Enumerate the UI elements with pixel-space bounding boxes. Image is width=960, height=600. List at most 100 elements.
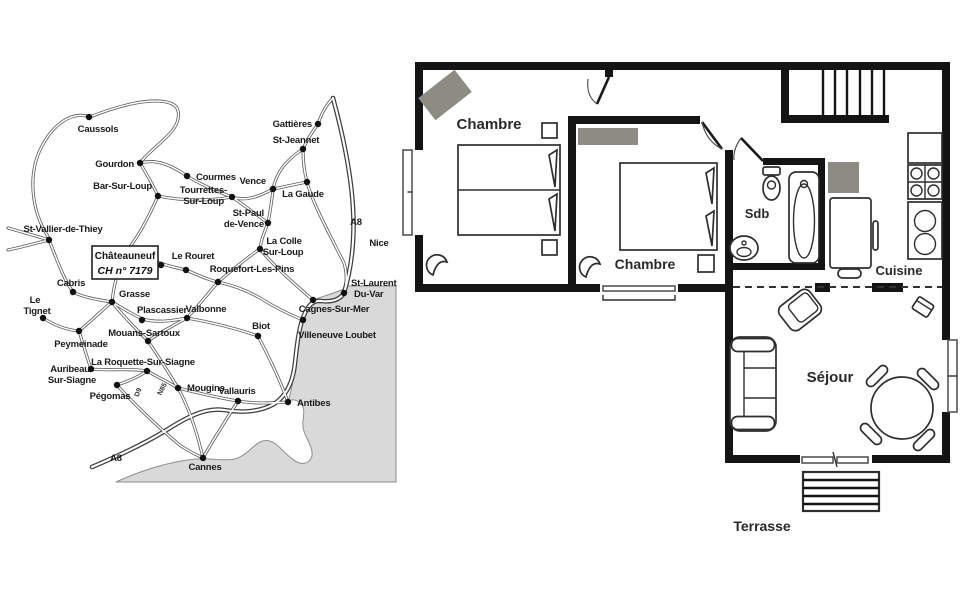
wall-right-upper	[942, 70, 950, 340]
town-label-le-tignet-2: Tignet	[23, 306, 51, 317]
town-label-nice: Nice	[369, 238, 388, 249]
label-terrace: Terrasse	[733, 518, 791, 534]
dining-table	[870, 376, 934, 440]
callout-frame	[91, 245, 159, 280]
wall-living-bottom-right	[872, 455, 950, 463]
town-label-gattieres: Gattières	[273, 119, 312, 130]
town-label-roquefort: Roquefort-Les-Pins	[210, 264, 295, 275]
town-dot	[157, 261, 165, 269]
sofa-armrest	[730, 337, 776, 353]
town-dot	[314, 120, 322, 128]
french-door-right	[836, 456, 869, 464]
region-map: Caussols Gourdon Bar-Sur-Loup St-Vallier…	[6, 0, 398, 483]
bedroom1-furniture	[418, 69, 561, 277]
town-dot	[284, 398, 292, 406]
label-bedroom2: Chambre	[615, 256, 676, 272]
wall-bedroom-divider	[568, 116, 576, 292]
town-label-cabris: Cabris	[57, 278, 85, 289]
town-dot	[39, 314, 47, 322]
nightstand	[541, 239, 558, 256]
town-label-st-laurent-2: Du-Var	[354, 289, 384, 300]
town-dot	[199, 454, 207, 462]
kitchen-fixtures	[828, 132, 943, 279]
town-label-la-colle-2: Sur-Loup	[263, 247, 304, 258]
fridge-handle	[872, 220, 879, 251]
town-label-plascassier: Plascassier	[137, 305, 188, 316]
wardrobe-bedroom1	[418, 69, 472, 121]
town-dot	[143, 367, 151, 375]
town-label-courmes: Courmes	[196, 172, 236, 183]
town-label-villeneuve: Villeneuve Loubet	[298, 330, 377, 341]
wall-bedroom2-top	[568, 116, 700, 124]
town-dot	[182, 266, 190, 274]
town-dot	[183, 172, 191, 180]
doors	[587, 76, 764, 162]
town-dot	[303, 178, 311, 186]
floor-plan: Chambre Chambre Sdb Cuisine Séjour Terra…	[402, 62, 958, 534]
town-dot	[254, 332, 262, 340]
bathroom-fixtures	[729, 166, 820, 264]
toilet-detail	[766, 180, 777, 190]
town-dot	[87, 365, 95, 373]
chair	[865, 364, 889, 388]
town-dot	[228, 193, 236, 201]
road-label-d9: D9	[134, 387, 144, 398]
pillow	[705, 166, 715, 205]
town-label-le-tignet-1: Le	[30, 295, 41, 306]
wall-living-bottom-left	[725, 455, 800, 463]
town-label-st-vallier: St-Vallier-de-Thiey	[23, 224, 103, 235]
windows	[402, 149, 958, 468]
burner	[910, 184, 923, 197]
town-label-tourrettes-2: Sur-Loup	[183, 196, 224, 207]
wardrobe-bedroom2	[578, 128, 638, 145]
town-label-antibes: Antibes	[297, 398, 330, 409]
town-dot	[108, 298, 116, 306]
town-label-auribeau-1: Auribeau	[50, 364, 90, 375]
town-dot	[269, 185, 277, 193]
town-dot	[136, 159, 144, 167]
pillow	[548, 192, 558, 232]
town-dot	[299, 145, 307, 153]
door-leaf-bathroom	[740, 137, 764, 162]
window-bedroom2-bottom	[602, 285, 676, 292]
side-table	[911, 296, 935, 318]
wall-bedrooms-bottom-left	[415, 284, 600, 292]
burner	[927, 184, 940, 197]
town-label-grasse: Grasse	[119, 289, 150, 300]
town-dot	[340, 289, 348, 297]
town-dot	[144, 337, 152, 345]
wall-right-lower	[942, 412, 950, 463]
town-label-pegomas: Pégomas	[90, 391, 131, 402]
town-label-vallauris: Vallauris	[218, 386, 255, 397]
town-dot	[299, 316, 307, 324]
town-dot	[174, 384, 182, 392]
town-label-valbonne: Valbonne	[186, 304, 227, 315]
sofa-armrest	[730, 415, 776, 431]
town-dot	[309, 296, 317, 304]
kitchen-cabinet	[907, 132, 943, 164]
town-dot	[256, 245, 264, 253]
chateauneuf-callout: Châteauneuf CH n° 7179	[91, 245, 159, 280]
toilet-tank	[762, 166, 781, 176]
corner-lamp	[425, 253, 449, 277]
nightstand	[697, 254, 715, 273]
town-dot	[264, 219, 272, 227]
kitchen-mat	[837, 268, 862, 279]
wall-top	[415, 62, 950, 70]
road-label-a8-south: A8	[110, 453, 122, 464]
label-bathroom: Sdb	[745, 206, 770, 221]
sink-tap	[741, 240, 747, 246]
wall-stair-bottom	[781, 115, 889, 123]
terrace-steps	[801, 470, 881, 513]
callout-line1: Châteauneuf	[95, 251, 156, 262]
wall-bathroom-right	[818, 158, 825, 270]
wall-post-2	[872, 283, 903, 292]
town-label-caussols: Caussols	[78, 124, 119, 135]
town-label-auribeau-2: Sur-Siagne	[48, 375, 96, 386]
town-label-mouans-sartoux: Mouans-Sartoux	[108, 328, 181, 339]
pillow	[548, 148, 558, 188]
corner-lamp	[578, 255, 602, 279]
town-label-st-paul-2: de-Vence	[224, 219, 264, 230]
town-labels: Caussols Gourdon Bar-Sur-Loup St-Vallier…	[23, 119, 397, 473]
